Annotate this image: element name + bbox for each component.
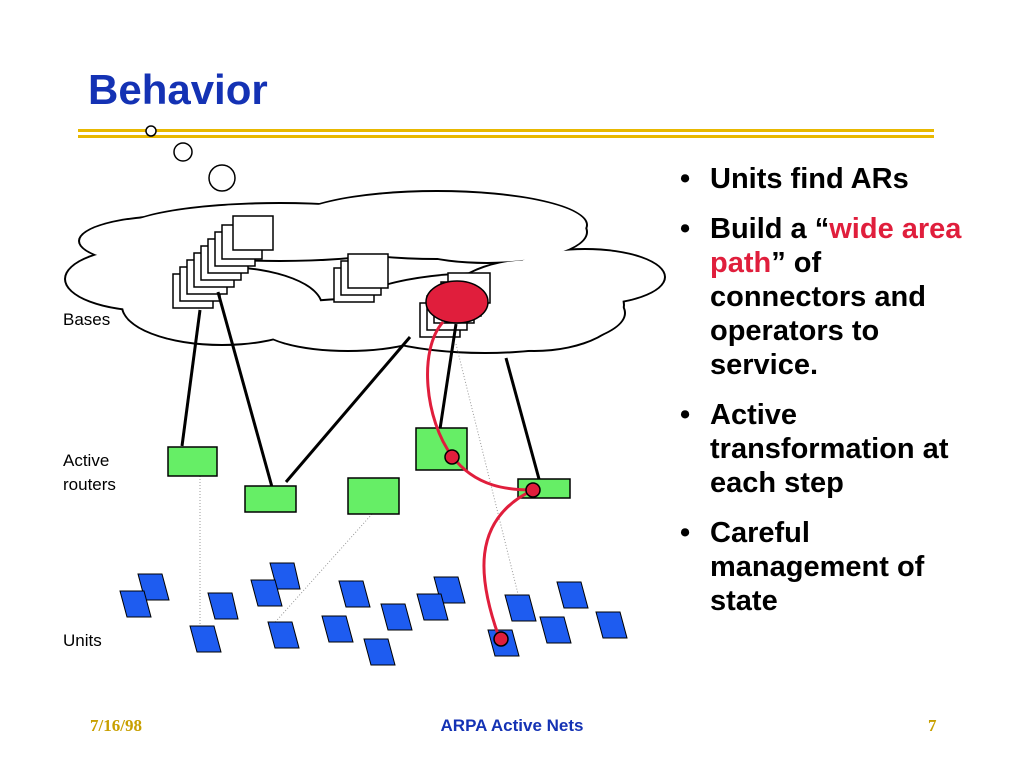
wide-area-path [426,321,534,641]
unit [416,593,449,621]
unit [363,638,396,666]
unit [539,616,572,644]
thought-bubble-large [208,164,236,192]
footer-page-number: 7 [928,716,937,735]
unit [189,625,222,653]
base-stack-middle [333,253,389,303]
active-routers-label-line1: Active [63,451,110,470]
base-stack-left [172,215,274,309]
bullet-item: • Build a “wide area path” of connectors … [676,212,976,382]
bullet-dot-icon: • [680,213,691,245]
thought-bubble-small [145,125,157,137]
footer-title: ARPA Active Nets [440,716,584,735]
active-router [347,477,400,515]
active-routers [167,427,571,515]
unit [250,579,283,607]
unit [380,603,413,631]
base-router-links [180,291,541,488]
bullet-dot-icon: • [680,517,691,549]
title-underline-bottom [78,135,934,138]
bullet-text-highlight: wide area path [710,213,962,279]
unit [504,594,537,622]
thought-bubble-medium [173,142,193,162]
active-router [167,446,218,477]
path-node [493,631,509,647]
unit [119,590,152,618]
router-unit-links [199,343,519,640]
unit [267,621,300,649]
bullet-text: Active transformation at each step [710,399,949,499]
path-node [444,449,460,465]
footer-date: 7/16/98 [90,716,142,735]
bullet-item: • Active transformation at each step [676,398,976,500]
active-routers-label-line2: routers [63,475,116,494]
bullet-dot-icon: • [680,163,691,195]
active-router [244,485,297,513]
bullet-list: • Units find ARs • Build a “wide area path… [676,162,976,634]
units [119,562,628,666]
bullet-text-prefix: Build a “ [710,213,830,245]
unit [556,581,589,609]
bases-label: Bases [63,310,111,329]
path-node [525,482,541,498]
bullet-dot-icon: • [680,399,691,431]
unit [595,611,628,639]
bullet-text-suffix: ” of connectors and operators to service… [710,247,926,381]
bullet-text: Units find ARs [710,163,909,195]
path-origin-node [425,280,489,324]
unit [207,592,239,620]
title-underline-top [78,129,934,132]
bullet-item: • Units find ARs [676,162,976,196]
bullet-item: • Careful management of state [676,516,976,618]
bullet-text: Careful management of state [710,517,925,617]
slide-title: Behavior [88,66,268,113]
unit [321,615,354,643]
active-router [415,427,468,471]
units-label: Units [63,631,102,650]
unit [338,580,371,608]
